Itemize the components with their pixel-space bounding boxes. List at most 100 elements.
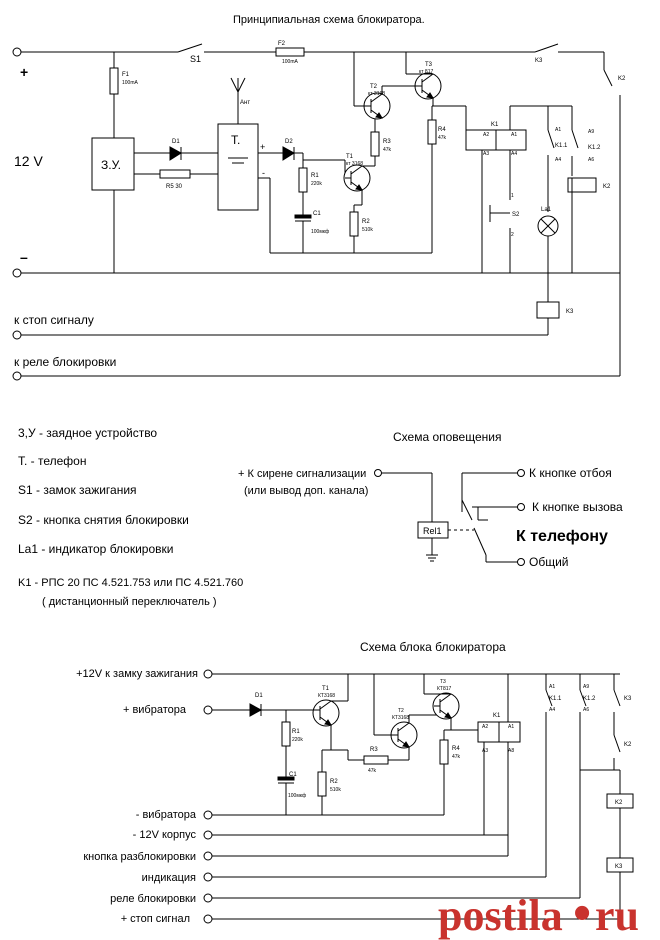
antenna-label: Ант <box>240 100 250 106</box>
t3-model: кт 817 <box>419 69 433 75</box>
legend-la1: La1 - индикатор блокировки <box>18 542 173 556</box>
block-k12-a6: A6 <box>583 707 589 713</box>
block-t2-label: T2 <box>398 708 404 714</box>
block-transistor-t3 <box>432 692 460 720</box>
k12-a9: A9 <box>588 129 594 135</box>
vyzov-terminal <box>517 503 525 511</box>
block-r1-label: R1 <box>292 729 300 735</box>
watermark-tld: ru <box>595 891 639 940</box>
block-k12-a9: A9 <box>583 684 589 690</box>
la1-label: La1 <box>541 207 552 213</box>
block-terminals: +12V к замку зажигания + вибратора - виб… <box>76 668 198 925</box>
otboy-label: К кнопке отбоя <box>529 466 612 480</box>
f1-label: F1 <box>122 72 130 78</box>
t3-label: T3 <box>425 62 433 68</box>
phone-minus: - <box>262 168 265 178</box>
k12-a6: A6 <box>588 157 594 163</box>
siren-terminal <box>374 469 382 477</box>
phone-label: Т. <box>231 133 240 147</box>
block-transistor-t2 <box>390 721 418 749</box>
block-k2-contact: K2 <box>624 742 632 748</box>
k1-a3: A3 <box>483 151 489 157</box>
block-transistor-t1 <box>310 699 340 727</box>
block-capacitor-c1 <box>277 776 295 781</box>
k2-coil-label: K2 <box>603 184 611 190</box>
f2-value: 100mA <box>282 59 299 65</box>
plus-terminal <box>12 47 22 57</box>
k11-a1: A1 <box>555 127 561 133</box>
k1-a4: A4 <box>511 151 517 157</box>
t1-label: T1 <box>346 154 354 160</box>
block-t3-model: КТ817 <box>437 686 452 692</box>
main-title: Принципиальная схема блокиратора. <box>233 14 425 26</box>
transistor-t1 <box>343 164 371 192</box>
block-diode-d1 <box>249 703 263 717</box>
lamp-la1 <box>537 215 559 237</box>
block-k1-a3: A3 <box>482 748 488 754</box>
r4-value: 47k <box>438 135 447 141</box>
vyzov-label: К кнопке вызова <box>532 500 623 514</box>
r4-label: R4 <box>438 127 446 133</box>
block-k11-a4: A4 <box>549 707 555 713</box>
legend-s2: S2 - кнопка снятия блокировки <box>18 513 189 527</box>
alert-title: Схема оповещения <box>393 430 501 444</box>
s2-pin1: 1 <box>511 193 514 199</box>
k1-a2: A2 <box>483 132 489 138</box>
resistor-r1 <box>298 167 308 193</box>
r5-label: R5 30 <box>166 184 183 190</box>
charger-box <box>91 137 135 191</box>
legend-phone: Т. - телефон <box>18 454 86 468</box>
term-vibrator-plus: + вибратора <box>123 704 187 716</box>
resistor-r5 <box>159 169 191 179</box>
block-k1-a2: A2 <box>482 724 488 730</box>
plus-label: + <box>20 64 28 80</box>
voltage-label: 12 V <box>14 153 43 169</box>
c1-label: C1 <box>313 211 321 217</box>
relay-block-terminal <box>12 371 22 381</box>
block-k12-label: K1.2 <box>583 696 596 702</box>
phone-target-label: К телефону <box>516 528 608 545</box>
minus-label: – <box>20 249 28 265</box>
term-ground: - 12V корпус <box>133 829 197 841</box>
common-terminal <box>517 558 525 566</box>
r3-value: 47k <box>383 147 392 153</box>
resistor-r3 <box>370 131 380 157</box>
d1-label: D1 <box>172 139 180 145</box>
stop-signal-terminal <box>12 330 22 340</box>
relay-block-label: к реле блокировки <box>14 355 116 369</box>
capacitor-c1 <box>294 214 312 219</box>
f1-value: 100mA <box>122 80 139 86</box>
resistor-r2 <box>349 211 359 237</box>
block-resistor-r3 <box>363 755 389 765</box>
k1-label: K1 <box>491 122 499 128</box>
k12-label: K1.2 <box>588 145 601 151</box>
block-k1-label: K1 <box>493 713 501 719</box>
s1-label: S1 <box>190 54 201 64</box>
block-t2-model: КТ3168 <box>392 715 409 721</box>
k1-a1: A1 <box>511 132 517 138</box>
k3-coil-label: K3 <box>566 309 574 315</box>
block-c1-label: C1 <box>289 772 297 778</box>
d2-label: D2 <box>285 139 293 145</box>
block-k3-contact: K3 <box>624 696 632 702</box>
r1-value: 220k <box>311 181 322 187</box>
block-t1-label: T1 <box>322 686 330 692</box>
block-t3-label: T3 <box>440 679 446 685</box>
block-r3-value: 47k <box>368 768 377 774</box>
term-indication: индикация <box>142 872 196 884</box>
block-t1-model: КТ3168 <box>318 693 335 699</box>
c1-value: 100мкф <box>311 229 329 235</box>
diode-d1 <box>169 146 182 161</box>
block-r2-label: R2 <box>330 779 338 785</box>
block-title: Схема блока блокиратора <box>360 640 506 654</box>
siren-label-2: (или вывод доп. канала) <box>244 485 368 497</box>
watermark-brand: postila <box>438 891 563 940</box>
rel1-label: Rel1 <box>423 526 442 536</box>
block-k2-coil-label: K2 <box>615 800 623 806</box>
resistor-r4 <box>427 119 437 145</box>
block-resistor-r4 <box>439 739 449 765</box>
term-stop-signal: + стоп сигнал <box>121 913 190 925</box>
postila-watermark: postila • ru <box>438 885 639 940</box>
r2-label: R2 <box>362 219 370 225</box>
